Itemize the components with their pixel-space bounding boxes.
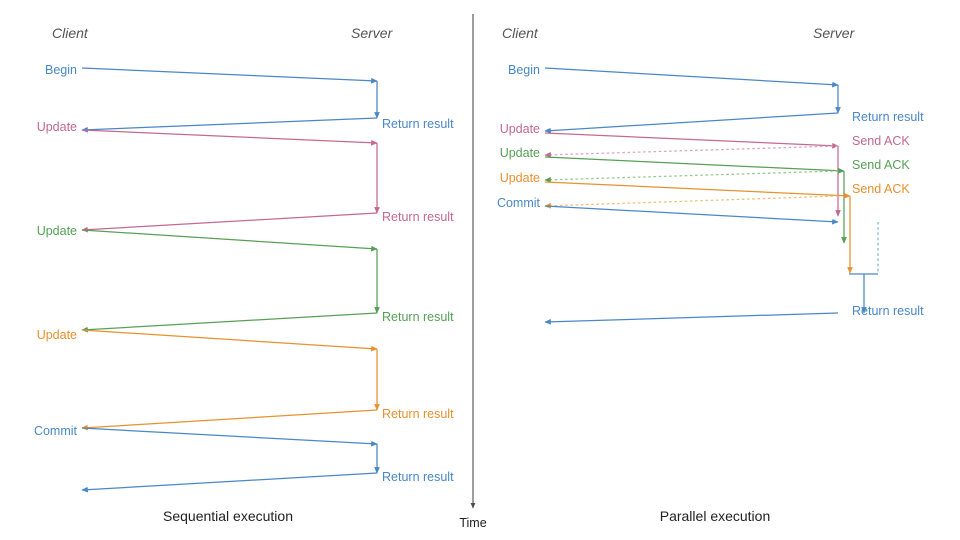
message-arrow-return-update-2 [81,312,378,333]
message-arrow-update-3 [81,329,378,352]
message-label-ack-2: Send ACK [852,158,910,172]
message-arrow-ack-1 [544,145,839,158]
message-label-update-1: Update [500,122,540,136]
message-arrow-begin [81,67,378,84]
message-arrow-return-update-3 [81,409,378,431]
message-label-update-3: Update [37,328,77,342]
message-arrow-ack-3 [544,195,839,209]
message-arrow-update-1 [81,129,378,146]
actor-label-server: Server [813,25,856,41]
message-arrow-ack-2 [544,170,839,183]
message-arrow-update-3 [544,181,851,199]
message-arrow-update-1 [544,132,839,149]
message-label-ack-1: Send ACK [852,134,910,148]
message-label-return-update-2: Return result [382,310,454,324]
message-label-return-update-3: Return result [382,407,454,421]
time-axis-layer: Time [459,14,487,530]
actor-label-client: Client [502,25,539,41]
message-label-return-begin: Return result [852,110,924,124]
time-axis-label: Time [459,516,486,530]
message-label-commit: Commit [497,196,541,210]
message-label-update-2: Update [500,146,540,160]
message-label-begin: Begin [45,63,77,77]
message-arrow-return-commit [81,472,378,493]
message-label-update-2: Update [37,224,77,238]
message-arrow-commit [81,427,378,447]
message-label-return-begin: Return result [382,117,454,131]
panel-caption-sequential: Sequential execution [163,508,293,524]
message-label-return-commit: Return result [852,304,924,318]
message-arrow-return-begin [544,112,839,134]
message-label-ack-3: Send ACK [852,182,910,196]
message-arrow-commit [544,205,839,225]
message-arrow-begin [544,67,839,88]
actor-label-client: Client [52,25,89,41]
message-label-begin: Begin [508,63,540,77]
message-arrow-update-2 [81,229,378,252]
message-arrow-return-update-1 [81,212,378,233]
message-label-return-update-1: Return result [382,210,454,224]
message-arrow-return-begin [81,117,378,133]
actor-label-server: Server [351,25,394,41]
panel-caption-parallel: Parallel execution [660,508,771,524]
message-label-update-1: Update [37,120,77,134]
message-label-return-commit: Return result [382,470,454,484]
message-arrow-return-commit [544,312,839,325]
message-label-update-3: Update [500,171,540,185]
message-label-commit: Commit [34,424,78,438]
message-arrow-update-2 [544,156,845,174]
